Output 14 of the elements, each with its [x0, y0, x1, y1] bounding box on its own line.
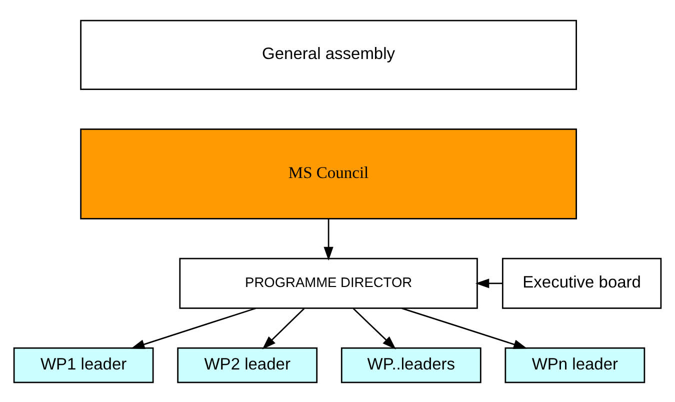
node-box: PROGRAMME DIRECTOR	[179, 257, 478, 308]
node-box: MS Council	[80, 128, 577, 219]
arrow	[402, 307, 528, 348]
node-box: WPn leader	[504, 346, 646, 383]
node-box: General assembly	[80, 19, 577, 90]
node-box: Executive board	[502, 257, 662, 308]
node-box: WP1 leader	[13, 346, 154, 383]
node-box: WP..leaders	[340, 346, 482, 383]
node-box: WP2 leader	[177, 346, 318, 383]
arrow	[352, 308, 396, 349]
arrow	[475, 278, 502, 288]
arrow	[130, 307, 256, 348]
arrow	[262, 308, 305, 349]
arrow	[324, 218, 334, 260]
